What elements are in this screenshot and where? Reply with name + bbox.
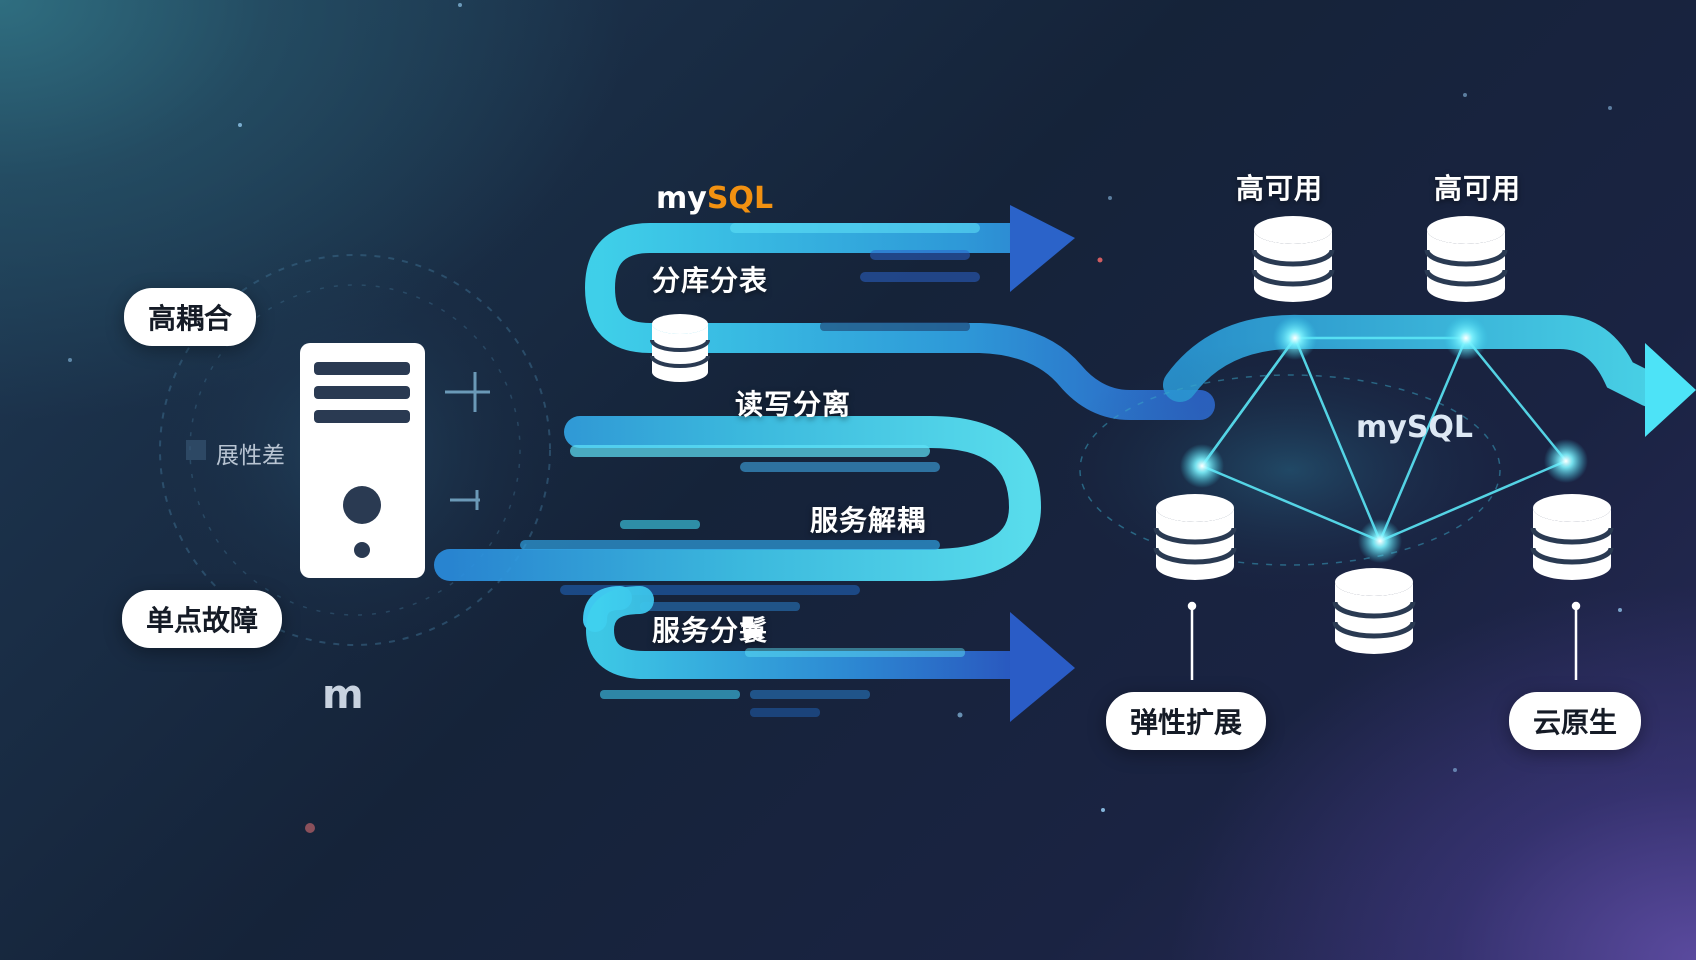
outer-dashed-ring — [159, 254, 551, 646]
flow-sharding — [584, 205, 1215, 420]
small-m-logo: m — [322, 672, 364, 718]
database-icon-left — [1153, 494, 1237, 580]
scalability-icon — [186, 440, 206, 460]
database-icon-right — [1530, 494, 1614, 580]
tag-elastic-scaling: 弹性扩展 — [1106, 692, 1267, 750]
label-high-availability-2: 高可用 — [1434, 172, 1522, 205]
database-icon-top-left — [1251, 216, 1335, 302]
tag-poor-scalability: 展性差 — [216, 443, 285, 469]
label-pins — [1187, 601, 1581, 680]
label-read-write-split: 读写分离 — [735, 388, 852, 421]
cluster-halo — [1050, 340, 1530, 600]
database-icon-bottom — [1332, 568, 1416, 654]
mysql-logo-my: my — [656, 181, 707, 216]
flow-service-split — [583, 586, 1075, 722]
connector-marks — [445, 372, 490, 510]
tag-single-point-failure: 单点故障 — [122, 590, 283, 648]
cluster-nodes — [1180, 316, 1588, 563]
mysql-logo-top: mySQL — [656, 181, 773, 216]
label-service-split: 服务分鬟 — [652, 614, 769, 647]
cluster-network-links — [1200, 336, 1567, 543]
cluster-ring — [1079, 374, 1501, 566]
mysql-cluster-logo: mySQL — [1356, 410, 1474, 445]
tag-high-coupling: 高耦合 — [124, 288, 257, 346]
label-sharding: 分库分表 — [652, 264, 769, 297]
database-icon-small — [650, 314, 710, 382]
mysql-logo-sql: SQL — [706, 181, 774, 216]
server-tower-icon — [300, 343, 425, 578]
tag-cloud-native: 云原生 — [1509, 692, 1642, 750]
label-service-decoupling: 服务解耦 — [810, 504, 927, 537]
label-high-availability-1: 高可用 — [1236, 172, 1324, 205]
database-icon-top-right — [1424, 216, 1508, 302]
star-particles — [68, 3, 1622, 833]
